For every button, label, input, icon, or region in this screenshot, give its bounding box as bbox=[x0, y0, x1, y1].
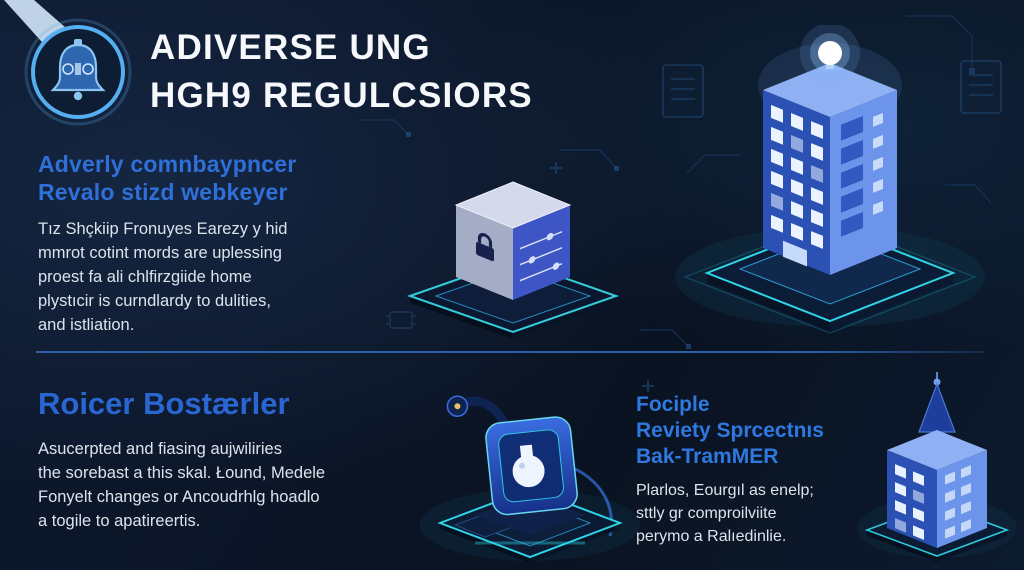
building-windows bbox=[895, 464, 924, 540]
lab-scope-illustration bbox=[420, 395, 640, 563]
body-line: proest fa ali chlfirzgiide home bbox=[38, 268, 252, 286]
section-top-left-heading: Adverly comnbaypncer Revalo stizd webkey… bbox=[38, 150, 296, 206]
building-windows-side bbox=[945, 465, 971, 539]
body-line: Plarlos, Eourgıl as enelp; bbox=[636, 482, 814, 499]
chip-decor-icon bbox=[386, 311, 416, 329]
lit-building-illustration bbox=[662, 25, 1002, 334]
body-line: a togile to apatireertis. bbox=[38, 512, 201, 530]
heading-line: Reviety Sprcectnıs bbox=[636, 419, 824, 442]
page-title-line1: ADIVERSE UNG bbox=[150, 28, 431, 67]
scope-body bbox=[446, 395, 578, 516]
body-line: and istliation. bbox=[38, 316, 135, 334]
body-line: plystıcir is curndlardy to dulities, bbox=[38, 292, 271, 310]
glow-orb-icon bbox=[800, 25, 860, 83]
body-line: Tız Shçkiip Fronuyes Earezy y hid bbox=[38, 220, 288, 238]
body-line: perymo a Ralıedinlie. bbox=[636, 528, 787, 545]
page-title: ADIVERSE UNG HGH9 REGULCSIORS bbox=[150, 24, 770, 120]
building-glass-panels bbox=[841, 112, 883, 237]
antenna-icon bbox=[918, 372, 956, 433]
page-title-line2: HGH9 REGULCSIORS bbox=[150, 76, 533, 115]
body-line: sttly gr comproilviite bbox=[636, 505, 777, 522]
document-decor-icon bbox=[662, 60, 1002, 118]
device-dials bbox=[520, 230, 562, 282]
bell-icon bbox=[50, 39, 106, 101]
heading-line: Fociple bbox=[636, 393, 710, 416]
body-line: Fonyelt changes or Ancoudrhlg hoadlo bbox=[38, 488, 320, 506]
heading-line: Roicer Bostærler bbox=[38, 386, 290, 421]
plus-decor-icon bbox=[550, 162, 654, 392]
antenna-building-illustration bbox=[857, 372, 1017, 562]
section-divider bbox=[36, 351, 984, 353]
section-top-left-body: Tız Shçkiip Fronuyes Earezy y hid mmrot … bbox=[38, 217, 388, 337]
section-bottom-right-heading: Fociple Reviety Sprcectnıs Bak-TramMER bbox=[636, 392, 824, 470]
heading-line: Bak-TramMER bbox=[636, 445, 779, 468]
section-bottom-left-body: Asucerpted and fiasing aujwiliries the s… bbox=[38, 437, 398, 533]
body-line: mmrot cotint mords are uplessing bbox=[38, 244, 282, 262]
locked-device-illustration bbox=[406, 181, 620, 339]
alarm-badge bbox=[4, 0, 132, 126]
lock-icon bbox=[476, 233, 494, 262]
section-bottom-left-heading: Roicer Bostærler bbox=[38, 386, 290, 422]
building-windows bbox=[771, 104, 823, 267]
heading-line: Adverly comnbaypncer bbox=[38, 151, 297, 177]
heading-line: Revalo stizd webkeyer bbox=[38, 179, 288, 205]
section-bottom-right-body: Plarlos, Eourgıl as enelp; sttly gr comp… bbox=[636, 479, 896, 548]
body-line: Asucerpted and fiasing aujwiliries bbox=[38, 440, 282, 458]
body-line: the sorebast a this skal. Łound, Medele bbox=[38, 464, 326, 482]
